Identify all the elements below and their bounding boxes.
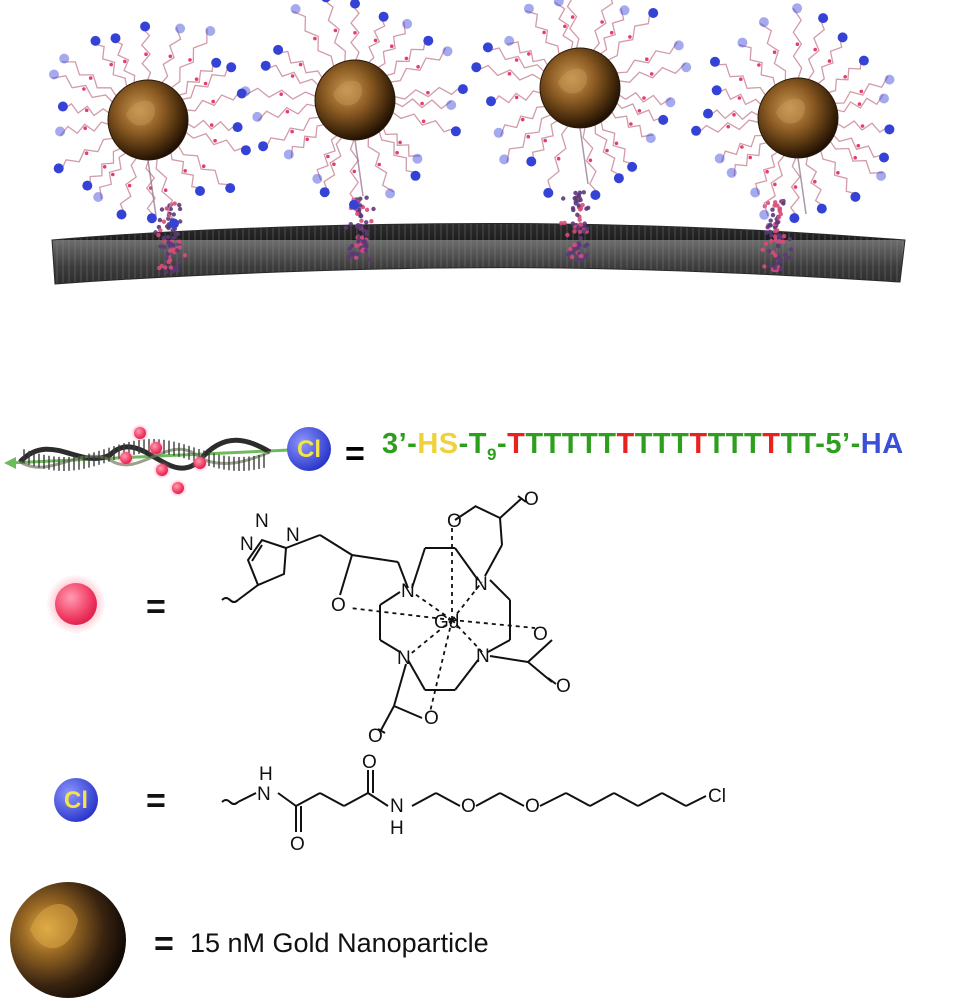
svg-text:Cl: Cl [64, 787, 88, 814]
equals-sign-gd: = [146, 588, 166, 626]
sequence-segment: T [762, 428, 781, 460]
gold-nanoparticle-conjugate [240, 0, 468, 210]
sequence-segment: TT-5’- [780, 428, 861, 460]
sequence-segment: - [496, 428, 508, 460]
svg-text:H: H [259, 764, 273, 785]
cl-linker-atoms: H N O O N H O O Cl [257, 752, 726, 855]
motor-protein [153, 201, 188, 275]
gold-nanoparticle-conjugate [471, 0, 692, 200]
gold-nanoparticle-label: 15 nM Gold Nanoparticle [190, 928, 489, 958]
sequence-segment: 3’- [382, 428, 418, 460]
sequence-segment: 9 [487, 444, 497, 464]
gd-complex-atoms: N N N O N N N N Gd O O O O O O [240, 489, 571, 747]
svg-text:H: H [390, 818, 404, 839]
cl-linker-structure [221, 770, 707, 832]
svg-text:Cl: Cl [708, 786, 726, 807]
svg-text:O: O [290, 834, 305, 855]
dna-sequence-label: 3’-HS-T9-TTTTTTTTTTTTTTTTT-5’-HA [382, 428, 904, 465]
svg-text:N: N [401, 581, 415, 602]
svg-text:N: N [390, 796, 404, 817]
motor-protein [760, 198, 794, 273]
svg-text:N: N [240, 534, 254, 555]
motor-protein [559, 190, 591, 263]
gold-nanoparticle-conjugate [691, 3, 895, 224]
svg-text:O: O [524, 489, 539, 510]
gd-bead-icon [46, 574, 106, 634]
nanoparticle-conjugates [49, 0, 895, 229]
gold-nanoparticle-icon [10, 882, 126, 998]
sequence-segment: TT [580, 428, 617, 460]
sequence-segment: T [689, 428, 708, 460]
cl-badge-dna: Cl [287, 427, 331, 471]
sequence-segment: -T [458, 428, 488, 460]
sequence-segment: T [507, 428, 526, 460]
svg-text:O: O [362, 752, 377, 773]
svg-text:Cl: Cl [297, 436, 321, 463]
svg-text:N: N [397, 648, 411, 669]
svg-text:N: N [257, 784, 271, 805]
motor-proteins [153, 190, 794, 275]
svg-text:O: O [556, 676, 571, 697]
svg-text:O: O [368, 726, 383, 747]
svg-text:N: N [474, 574, 488, 595]
gold-nanoparticle-conjugate [49, 21, 251, 229]
equals-sign-gold: = [154, 925, 174, 963]
sequence-segment: HS [417, 428, 459, 460]
svg-text:O: O [331, 595, 346, 616]
svg-text:Gd: Gd [434, 612, 459, 633]
sequence-segment: TTT [634, 428, 690, 460]
equals-sign-dna: = [345, 435, 365, 473]
svg-text:O: O [533, 624, 548, 645]
dna-strand-icon [4, 424, 291, 497]
sequence-segment: TTT [525, 428, 581, 460]
svg-text:O: O [447, 511, 462, 532]
svg-text:N: N [286, 525, 300, 546]
svg-text:O: O [424, 708, 439, 729]
svg-text:O: O [461, 796, 476, 817]
gd-complex-structure [221, 495, 557, 734]
svg-text:N: N [255, 511, 269, 532]
sequence-segment: T [616, 428, 635, 460]
svg-text:N: N [476, 646, 490, 667]
equals-sign-cl: = [146, 782, 166, 820]
cl-badge-icon: Cl [54, 778, 98, 822]
microtubule [51, 223, 906, 285]
svg-text:O: O [525, 796, 540, 817]
sequence-segment: TTT [707, 428, 763, 460]
sequence-segment: HA [860, 428, 904, 460]
